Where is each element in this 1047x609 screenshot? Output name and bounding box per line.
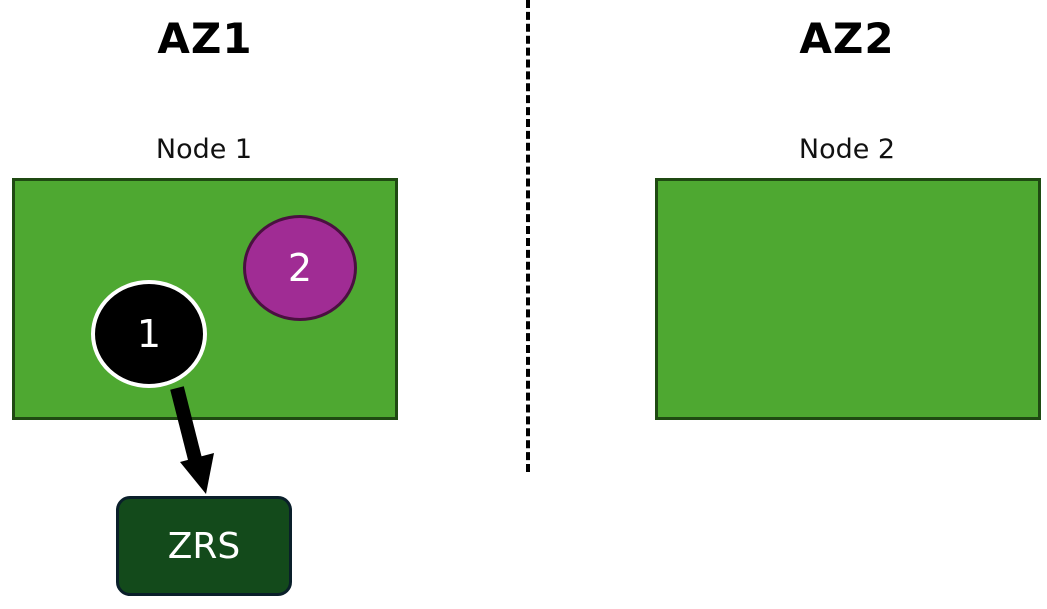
attach-arrow-head xyxy=(180,453,214,494)
attach-arrow-line xyxy=(170,386,203,465)
az1-title: AZ1 xyxy=(157,14,253,63)
node1-label: Node 1 xyxy=(155,134,253,165)
pod-1-circle: 1 xyxy=(91,280,207,388)
zrs-storage-box: ZRS xyxy=(116,496,292,596)
zone-divider xyxy=(526,0,530,472)
pod-2-circle: 2 xyxy=(243,215,357,321)
az2-title: AZ2 xyxy=(799,14,895,63)
node2-label: Node 2 xyxy=(798,134,896,165)
node2-box xyxy=(655,178,1041,420)
